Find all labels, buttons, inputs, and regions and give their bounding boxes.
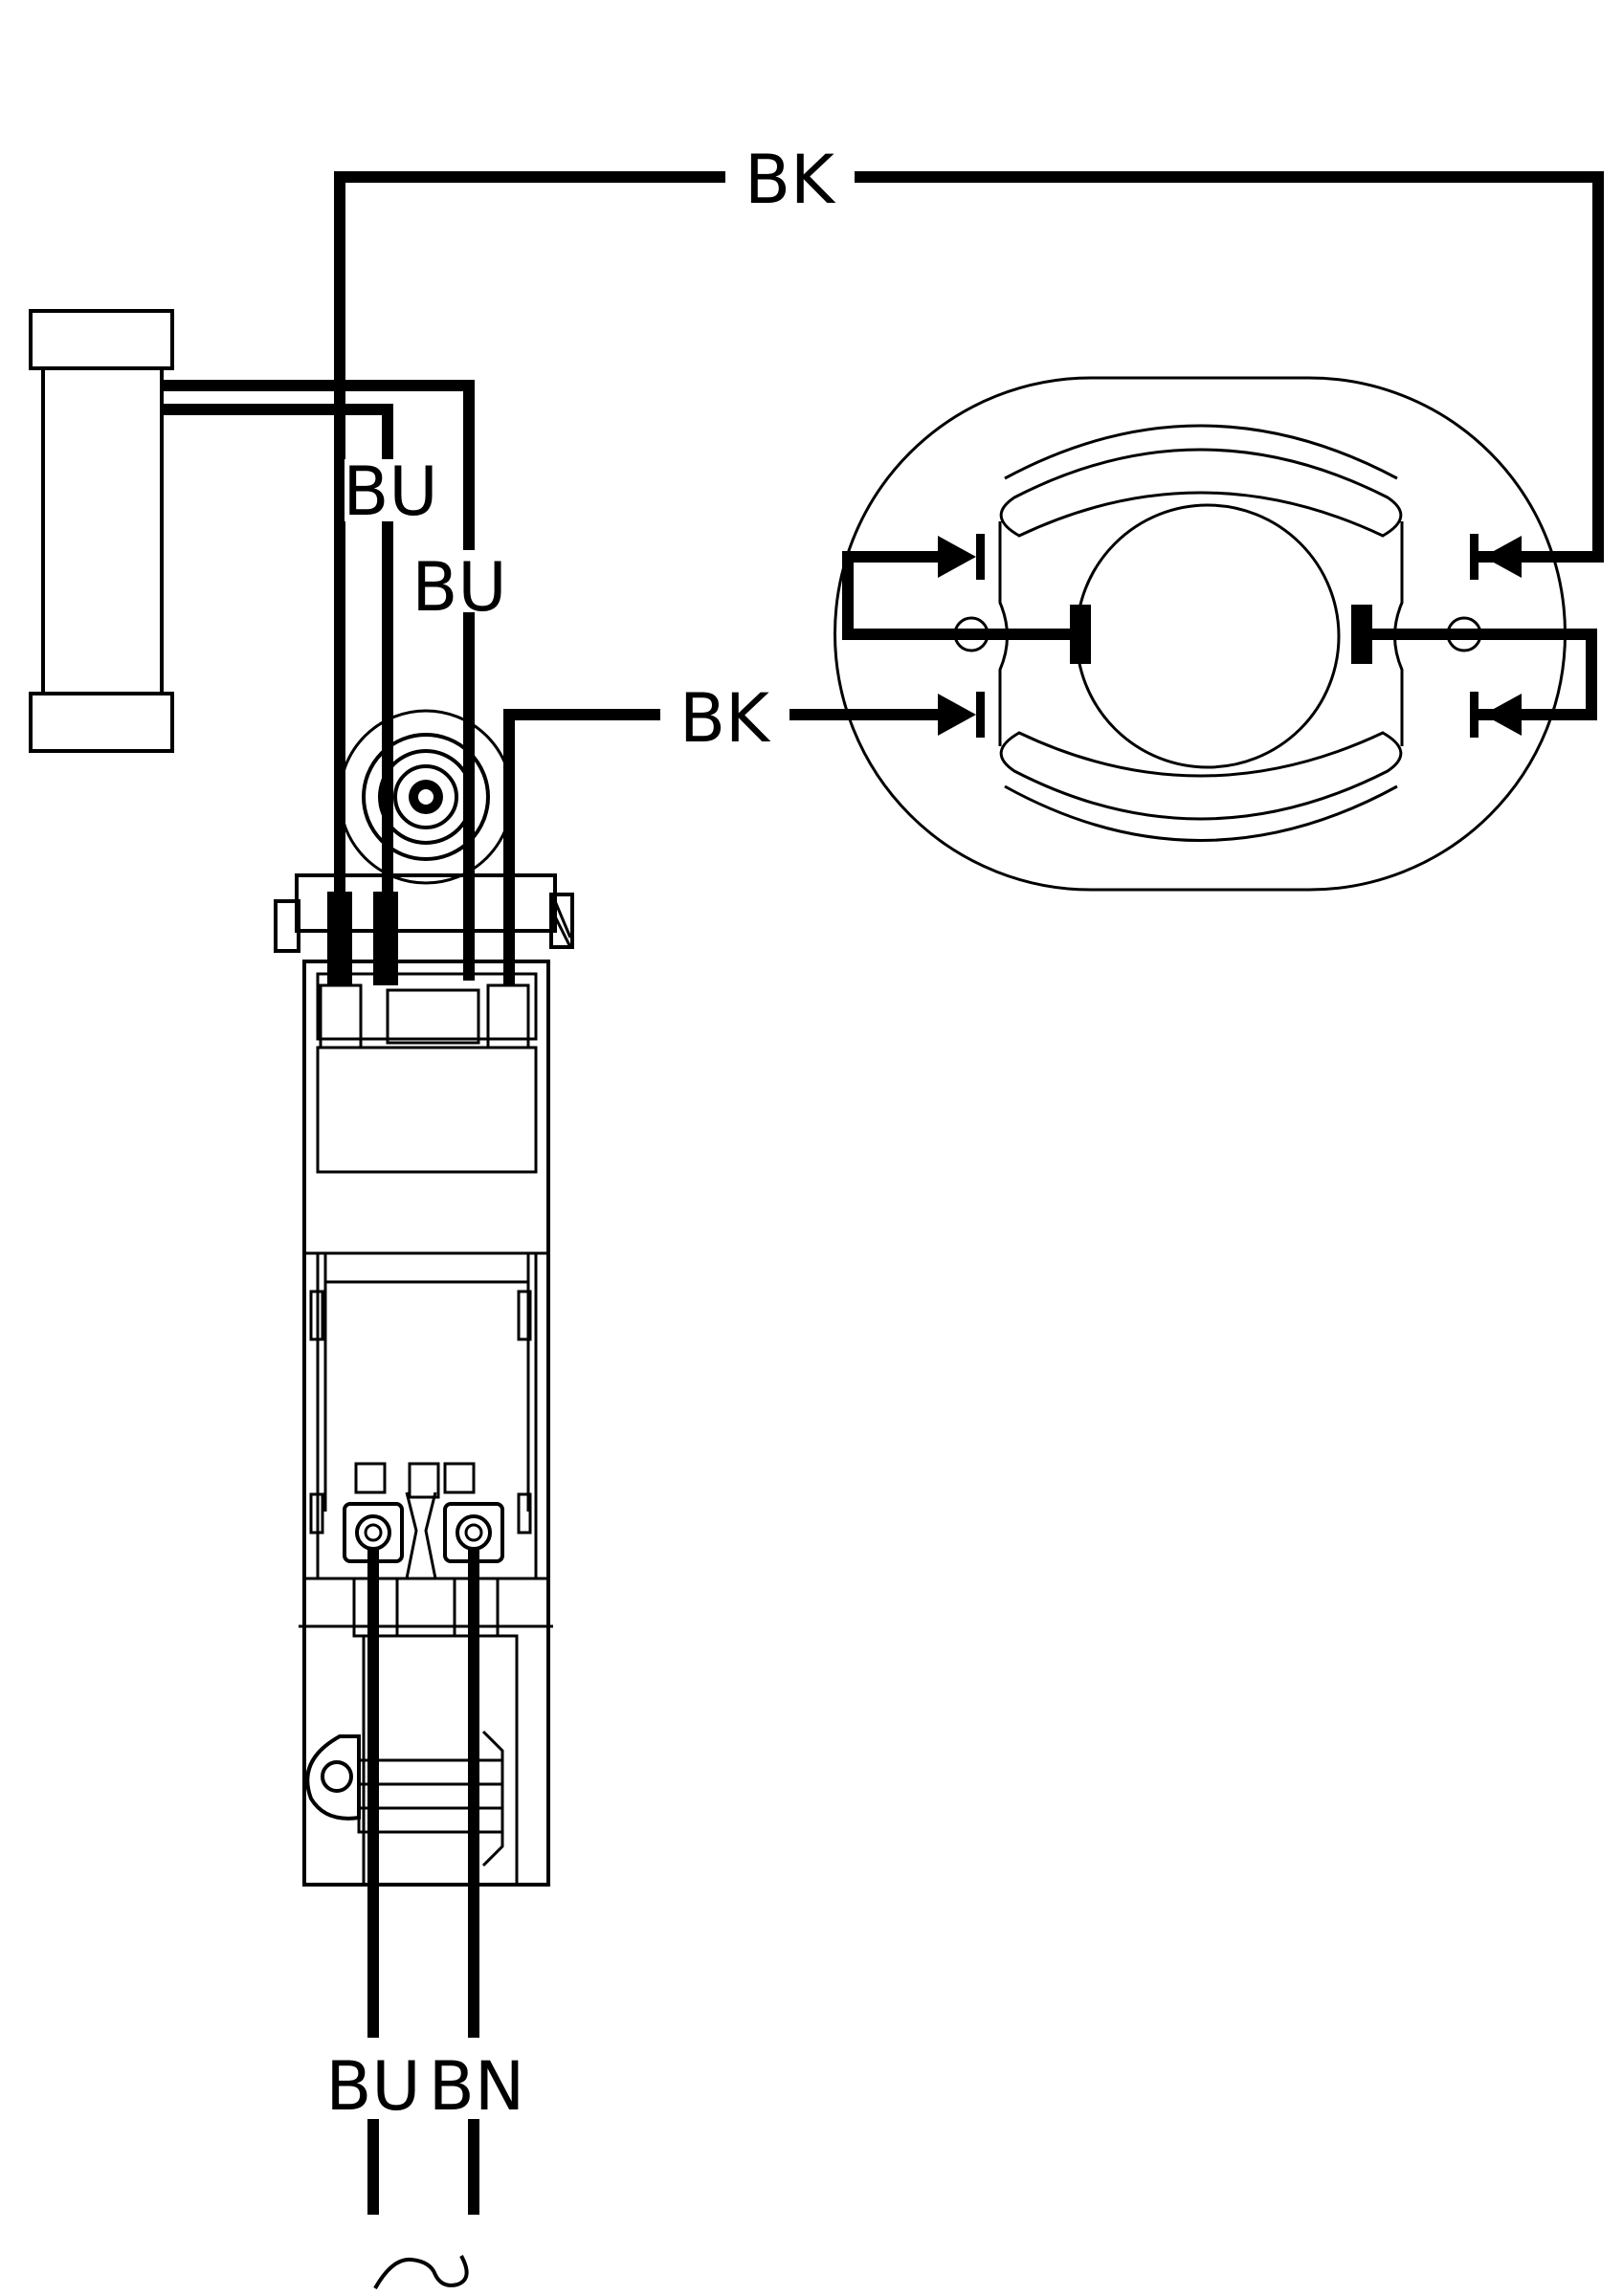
wire-capacitor-upper — [163, 380, 475, 981]
switch-housing-icon — [274, 709, 574, 1887]
wire-bk-top — [334, 171, 1604, 976]
wire-motor-left-loop — [842, 551, 1070, 640]
wire-bk-mid — [503, 709, 938, 985]
capacitor-icon — [29, 309, 174, 753]
ac-supply-symbol — [373, 2255, 469, 2289]
label-bk-mid: BK — [679, 679, 771, 758]
label-bu-left: BU — [343, 453, 437, 531]
brush-connector-icons — [938, 534, 1522, 738]
label-bn-supply: BN — [429, 2047, 524, 2126]
wire-capacitor-lower — [163, 404, 393, 981]
label-bu-right: BU — [411, 548, 506, 627]
label-bu-supply: BU — [325, 2047, 420, 2126]
wire-motor-right-loop — [1372, 629, 1597, 720]
label-bk-top: BK — [745, 141, 836, 219]
